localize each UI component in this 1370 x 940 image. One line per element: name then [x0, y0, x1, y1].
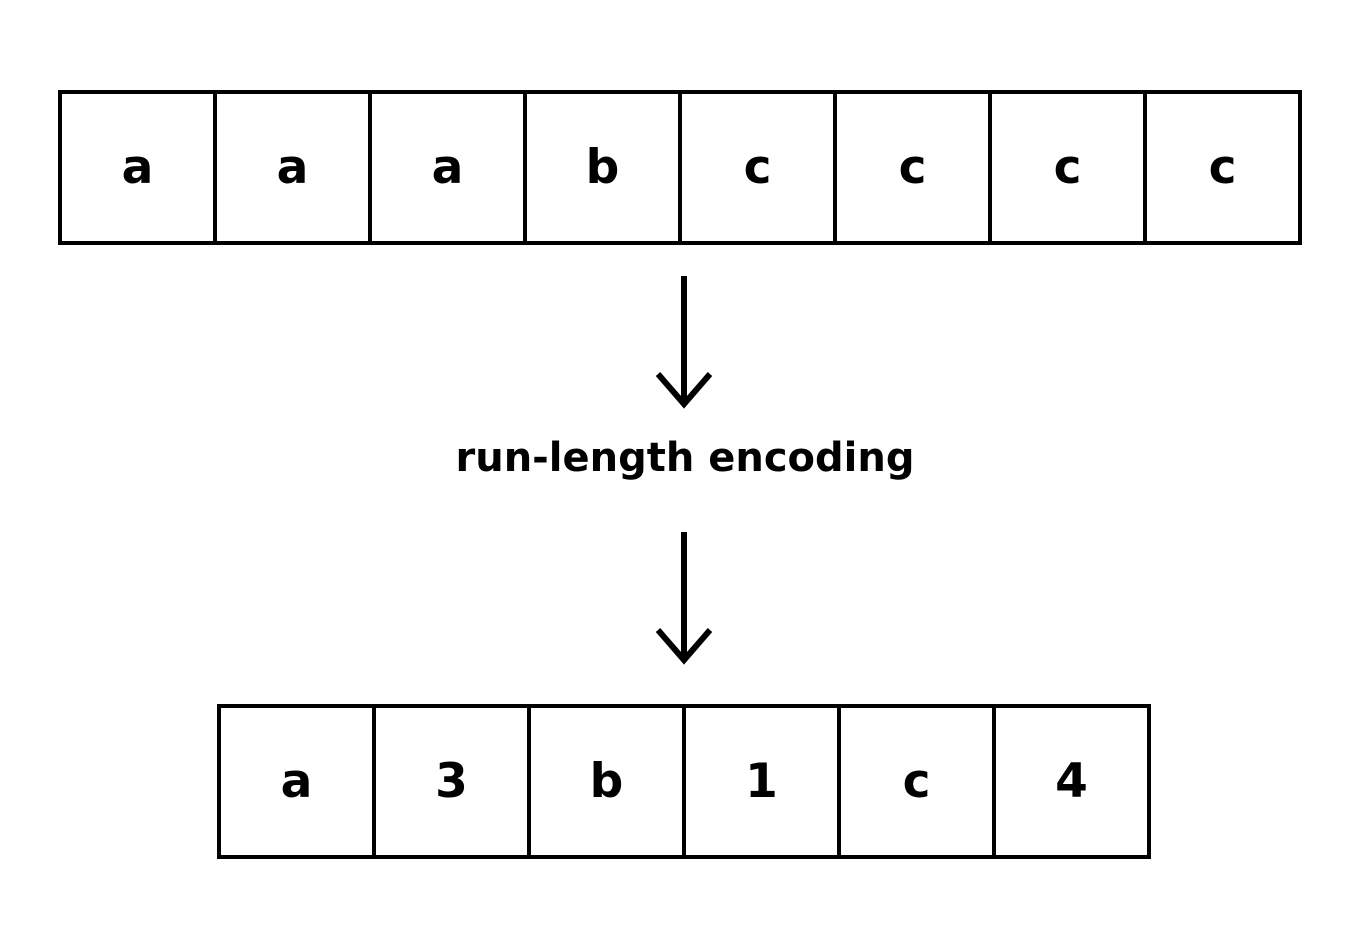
- input-cell-6: c: [988, 90, 1147, 245]
- output-cell-label: 4: [1055, 754, 1088, 809]
- output-sequence-row: a 3 b 1 c 4: [217, 704, 1151, 859]
- input-cell-1: a: [213, 90, 372, 245]
- output-cell-2: b: [527, 704, 686, 859]
- input-cell-3: b: [523, 90, 682, 245]
- input-cell-label: a: [276, 140, 309, 195]
- output-cell-3: 1: [682, 704, 841, 859]
- output-cell-1: 3: [372, 704, 531, 859]
- input-cell-label: b: [585, 140, 620, 195]
- input-cell-7: c: [1143, 90, 1302, 245]
- input-cell-label: c: [1208, 140, 1237, 195]
- input-cell-label: c: [1053, 140, 1082, 195]
- input-cell-5: c: [833, 90, 992, 245]
- output-cell-4: c: [837, 704, 996, 859]
- output-cell-label: b: [589, 754, 624, 809]
- output-cell-5: 4: [992, 704, 1151, 859]
- output-cell-0: a: [217, 704, 376, 859]
- input-cell-label: a: [431, 140, 464, 195]
- output-cell-label: a: [280, 754, 313, 809]
- input-cell-label: c: [743, 140, 772, 195]
- input-cell-label: c: [898, 140, 927, 195]
- input-cell-label: a: [121, 140, 154, 195]
- output-cell-label: c: [902, 754, 931, 809]
- page-title: run-length encoding: [455, 435, 915, 481]
- arrow-down-icon: [655, 276, 713, 409]
- input-cell-0: a: [58, 90, 217, 245]
- input-cell-4: c: [678, 90, 837, 245]
- arrow-down-icon: [655, 532, 713, 665]
- input-cell-2: a: [368, 90, 527, 245]
- output-cell-label: 3: [435, 754, 468, 809]
- input-sequence-row: a a a b c c c c: [58, 90, 1302, 245]
- output-cell-label: 1: [745, 754, 778, 809]
